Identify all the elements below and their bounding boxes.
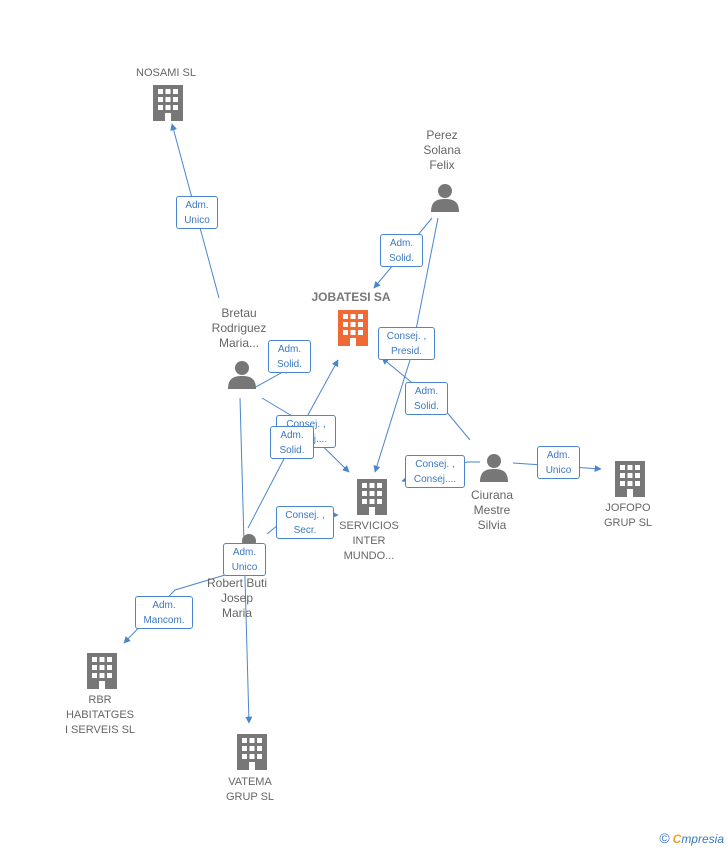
jobatesi-building-icon[interactable] — [338, 310, 368, 346]
empresia-watermark[interactable]: ©Cmpresia — [659, 830, 724, 846]
servicios-building-icon[interactable] — [357, 479, 387, 515]
nodes-layer — [87, 85, 645, 770]
edge-label-ciurana-to-jofopo[interactable]: Adm. Unico — [537, 446, 580, 479]
jofopo-label[interactable]: JOFOPO GRUP SL — [603, 502, 653, 529]
brand-name: mpresia — [681, 832, 724, 846]
brand-initial: C — [672, 832, 682, 846]
jofopo-building-icon[interactable] — [615, 461, 645, 497]
vatema-label[interactable]: VATEMA GRUP SL — [225, 776, 275, 803]
edge-label-robert-to-jobatesi[interactable]: Adm. Solid. — [270, 426, 314, 459]
robert-label[interactable]: Robert Buti Josep Maria — [206, 576, 268, 620]
edge-label-ciurana-to-jobatesi[interactable]: Adm. Solid. — [405, 382, 448, 415]
edge-label-ciurana-to-servicios[interactable]: Consej. , Consej.... — [405, 455, 465, 488]
jobatesi-label[interactable]: JOBATESI SA — [311, 290, 391, 304]
vatema-building-icon[interactable] — [237, 734, 267, 770]
bretau-label[interactable]: Bretau Rodriguez Maria... — [211, 306, 267, 350]
nosami-building-icon[interactable] — [153, 85, 183, 121]
edge-label-perez-to-servicios[interactable]: Consej. , Presid. — [378, 327, 435, 360]
perez-person-icon[interactable] — [431, 184, 459, 212]
rbr-building-icon[interactable] — [87, 653, 117, 689]
edge-label-robert-to-rbr[interactable]: Adm. Mancom. — [135, 596, 193, 629]
perez-label[interactable]: Perez Solana Felix — [423, 128, 461, 172]
edge-label-bretau-to-jobatesi[interactable]: Adm. Solid. — [268, 340, 311, 373]
edge-label-bretau-to-vatema[interactable]: Adm. Unico — [223, 543, 266, 576]
edge-perez-to-servicios — [373, 217, 439, 473]
edge-label-bretau-to-nosami[interactable]: Adm. Unico — [176, 196, 218, 229]
copyright-symbol: © — [659, 830, 670, 846]
ciurana-person-icon[interactable] — [480, 454, 508, 482]
ciurana-label[interactable]: Ciurana Mestre Silvia — [470, 488, 514, 532]
edge-label-perez-to-jobatesi[interactable]: Adm. Solid. — [380, 234, 423, 267]
servicios-label[interactable]: SERVICIOS INTER MUNDO... — [339, 520, 399, 562]
edge-label-robert-to-servicios[interactable]: Consej. , Secr. — [276, 506, 334, 539]
rbr-label[interactable]: RBR HABITATGES I SERVEIS SL — [64, 694, 136, 736]
bretau-person-icon[interactable] — [228, 361, 256, 389]
nosami-label[interactable]: NOSAMI SL — [136, 67, 196, 79]
